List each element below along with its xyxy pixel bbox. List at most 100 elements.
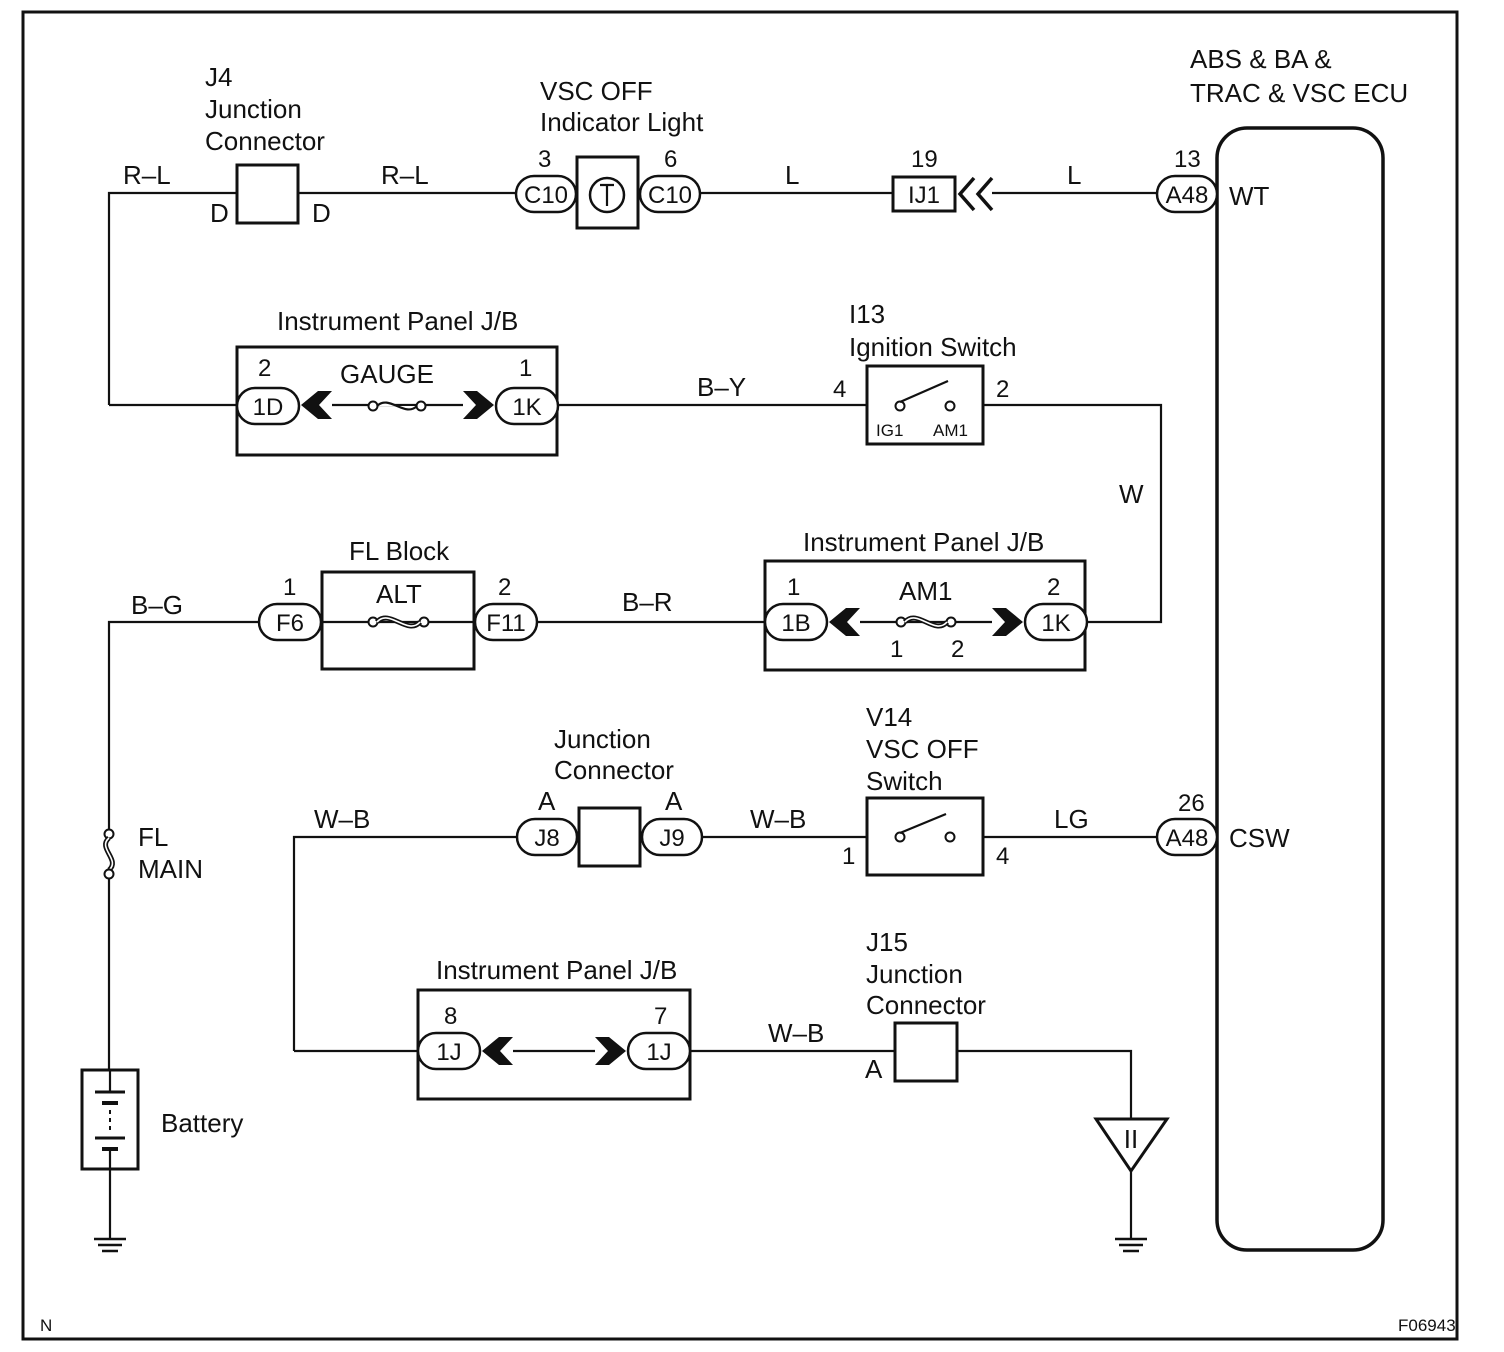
wire-label-wb3: W–B <box>768 1018 824 1048</box>
conn-1d <box>235 386 301 426</box>
conn-1k-mid-label: 1K <box>1041 610 1070 637</box>
footer-figure-id: F06943 <box>1398 1316 1456 1335</box>
vsc-light-pin-left: 3 <box>538 146 551 173</box>
fl-main-terminal-bottom <box>103 868 115 880</box>
ecu-title-line1: ABS & BA & <box>1190 44 1332 74</box>
fuse-am1-terminal-left <box>895 616 907 628</box>
fl-block-pin-right: 2 <box>498 574 511 601</box>
ipjb1-right-arrow-icon <box>463 391 494 419</box>
conn-1j-left <box>416 1031 482 1071</box>
ignition-switch-lever-icon <box>899 379 949 404</box>
wire-bg <box>107 620 259 822</box>
bulb-filament-icon <box>600 183 614 206</box>
conn-j9-label: J9 <box>659 825 684 852</box>
ipjb2-fuse-pin2: 2 <box>951 636 964 663</box>
conn-f6-label: F6 <box>276 610 304 637</box>
j4-pin-right: D <box>312 198 331 228</box>
a48-top-pin: 13 <box>1174 146 1201 173</box>
fl-main-line2: MAIN <box>138 854 203 884</box>
conn-a48-top-label: A48 <box>1166 182 1209 209</box>
conn-1j-right-label: 1J <box>646 1039 671 1066</box>
wire-label-l1: L <box>785 160 799 190</box>
ipjb3-pin-left: 8 <box>444 1003 457 1030</box>
conn-a48-bottom <box>1155 817 1219 857</box>
i13-pin-left: 4 <box>833 376 846 403</box>
j4-id: J4 <box>205 62 232 92</box>
conn-c10-right <box>638 174 702 214</box>
fuse-gauge-icon <box>376 401 418 411</box>
wire-label-rl1: R–L <box>123 160 171 190</box>
conn-c10-left-label: C10 <box>524 182 568 209</box>
fuse-gauge-terminal-right <box>415 400 427 412</box>
wire-wb-left <box>292 835 517 1051</box>
wire-label-bg: B–G <box>131 590 183 620</box>
v14-id: V14 <box>866 702 912 732</box>
ipjb2-pin-left: 1 <box>787 574 800 601</box>
ipjb1-fuse-label: GAUGE <box>340 359 434 389</box>
j4-pin-left: D <box>210 198 229 228</box>
fl-block-fuse-label: ALT <box>376 579 422 609</box>
wire-w <box>983 403 1163 624</box>
ipjb3-right-arrow-icon <box>595 1037 626 1065</box>
conn-j8 <box>515 817 579 857</box>
fl-block-title: FL Block <box>349 536 450 566</box>
ipjb2-right-arrow-icon <box>992 608 1023 636</box>
wire-label-l2: L <box>1067 160 1081 190</box>
conn-1j-left-label: 1J <box>436 1039 461 1066</box>
fl-block-pin-left: 1 <box>283 574 296 601</box>
ipjb3-left-arrow-icon <box>482 1037 513 1065</box>
v14-pin-left: 1 <box>842 843 855 870</box>
j4-junction-box <box>235 163 300 225</box>
fl-main-terminal-top <box>103 828 115 840</box>
footer-left: N <box>40 1316 52 1335</box>
battery-label: Battery <box>161 1108 243 1138</box>
j15-id: J15 <box>866 927 908 957</box>
ipjb1-title: Instrument Panel J/B <box>277 306 518 336</box>
ecu-box <box>1215 126 1385 1252</box>
fuse-gauge-terminal-left <box>367 400 379 412</box>
conn-1b <box>763 602 829 642</box>
conn-1d-label: 1D <box>253 394 284 421</box>
ij1-label: IJ1 <box>908 182 940 209</box>
j15-line3: Connector <box>866 990 986 1020</box>
a48-bottom-pin: 26 <box>1178 790 1205 817</box>
ecu-pin-wt: WT <box>1229 181 1270 211</box>
wire-label-w: W <box>1119 479 1144 509</box>
ecu-pin-csw: CSW <box>1229 823 1290 853</box>
ipjb2-pin-right: 2 <box>1047 574 1060 601</box>
fuse-am1-terminal-right <box>945 616 957 628</box>
conn-f11-label: F11 <box>486 610 526 637</box>
ground-icon-body <box>1115 1237 1147 1253</box>
v14-line2: VSC OFF <box>866 734 979 764</box>
wire-label-wb2: W–B <box>750 804 806 834</box>
v14-pin-right: 4 <box>996 843 1009 870</box>
diagram-frame <box>21 10 1459 1341</box>
j15-junction-box <box>893 1021 959 1083</box>
vsc-switch-contact-right <box>944 831 956 843</box>
i13-id: I13 <box>849 299 885 329</box>
conn-c10-right-label: C10 <box>648 182 692 209</box>
ecu-title-line2: TRAC & VSC ECU <box>1190 78 1408 108</box>
ipjb1-pin-right: 1 <box>519 355 532 382</box>
ij1-pin: 19 <box>911 146 938 173</box>
ground-point-icon <box>1093 1117 1170 1174</box>
conn-c10-left <box>514 174 578 214</box>
ipjb1-pin-left: 2 <box>258 355 271 382</box>
ij1-connector <box>891 175 957 213</box>
fuse-alt-terminal-right <box>418 616 430 628</box>
i13-term-left: IG1 <box>876 421 903 440</box>
vsc-off-switch-box <box>865 796 985 877</box>
wire-label-wb1: W–B <box>314 804 370 834</box>
conn-a48-top <box>1155 174 1219 214</box>
wire-label-br: B–R <box>622 587 673 617</box>
ignition-contact-right <box>944 400 956 412</box>
vsc-light-line1: VSC OFF <box>540 76 653 106</box>
ipjb3-title: Instrument Panel J/B <box>436 955 677 985</box>
wire-label-rl2: R–L <box>381 160 429 190</box>
ipjb2-left-arrow-icon <box>829 608 860 636</box>
ij1-chevron-icon <box>957 176 994 212</box>
wire-j15-to-ground <box>957 1049 1133 1120</box>
junction-conn-pin-right: A <box>665 786 683 816</box>
vsc-switch-contact-left <box>894 831 906 843</box>
